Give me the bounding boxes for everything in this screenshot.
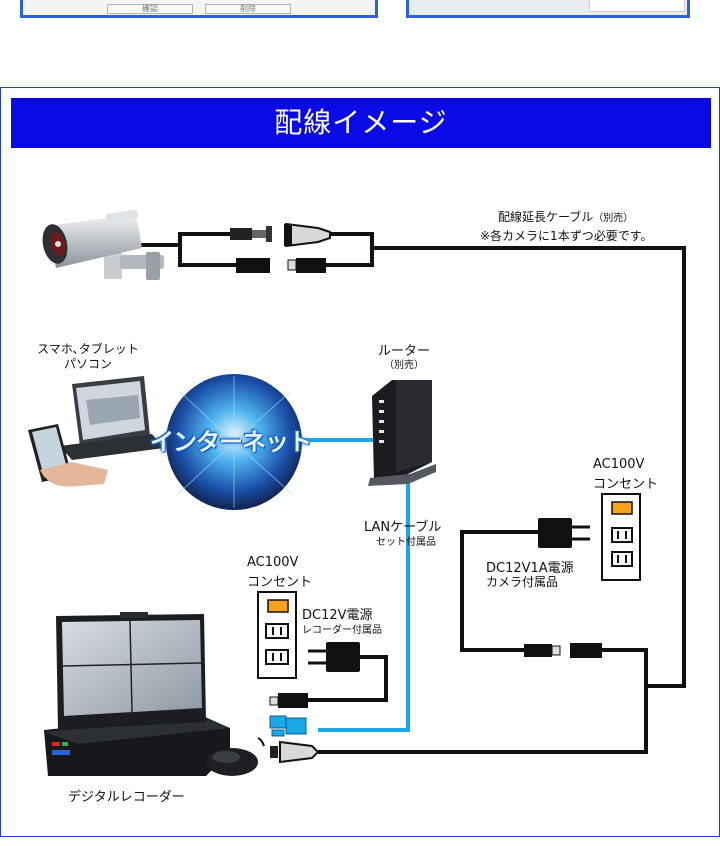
lan-cable-label: LANケーブル [364, 520, 442, 535]
dc-recorder-sub-label: レコーダー付属品 [302, 625, 382, 636]
security-camera-icon [42, 209, 164, 280]
lan-connector-icon [269, 715, 307, 737]
power-adapter-icon [538, 518, 590, 548]
recorder-label: デジタルレコーダー [68, 790, 185, 805]
dc-plug-icon [524, 643, 602, 658]
outlet-icon [257, 591, 297, 679]
delete-button[interactable]: 削除 [205, 4, 291, 14]
router-icon [368, 380, 436, 486]
bnc-connector-icon [270, 740, 320, 764]
confirm-button[interactable]: 確認 [107, 4, 193, 14]
dc-camera-label: DC12V1A電源 [486, 561, 574, 576]
top-panel-right [406, 0, 690, 18]
ac-right-label-1: AC100V [593, 457, 645, 472]
dc-camera-sub-label: カメラ付属品 [486, 575, 559, 589]
ac-right-label-2: コンセント [593, 477, 659, 492]
dc-plug-icon [236, 258, 326, 273]
power-adapter-icon [308, 642, 360, 672]
globe-icon [166, 374, 302, 510]
ac-left-label-1: AC100V [247, 555, 299, 570]
document-thumbnail [589, 0, 685, 12]
camera-cable [140, 232, 686, 754]
ext-cable-label: 配線延長ケーブル（別売） [498, 208, 633, 225]
smartphone-icon [28, 424, 108, 487]
page-title: 配線イメージ [11, 98, 711, 148]
dc-plug-icon [269, 693, 308, 708]
devices-label-line2: パソコン [63, 357, 112, 371]
mouse-icon [206, 737, 265, 776]
dvr-monitor-icon [44, 612, 230, 776]
top-panel-left: 確認 削除 [20, 0, 378, 18]
outlet-icon [601, 493, 641, 581]
lan-cable-sub-label: セット付属品 [376, 537, 436, 548]
ext-cable-title: 配線延長ケーブル [498, 210, 594, 224]
internet-label: インターネット [150, 428, 312, 456]
ac-left-label-2: コンセント [247, 575, 313, 590]
laptop-icon [60, 376, 164, 460]
bnc-connector-icon [230, 222, 331, 248]
router-label: ルーター [377, 344, 430, 359]
ext-cable-sold: （別売） [593, 213, 634, 224]
dc-recorder-label: DC12V電源 [302, 608, 373, 623]
router-sold-label: （別売） [384, 360, 424, 371]
ext-cable-note: ※各カメラに1本ずつ必要です。 [480, 229, 653, 243]
devices-label-line1: スマホ､タブレット [37, 342, 139, 356]
